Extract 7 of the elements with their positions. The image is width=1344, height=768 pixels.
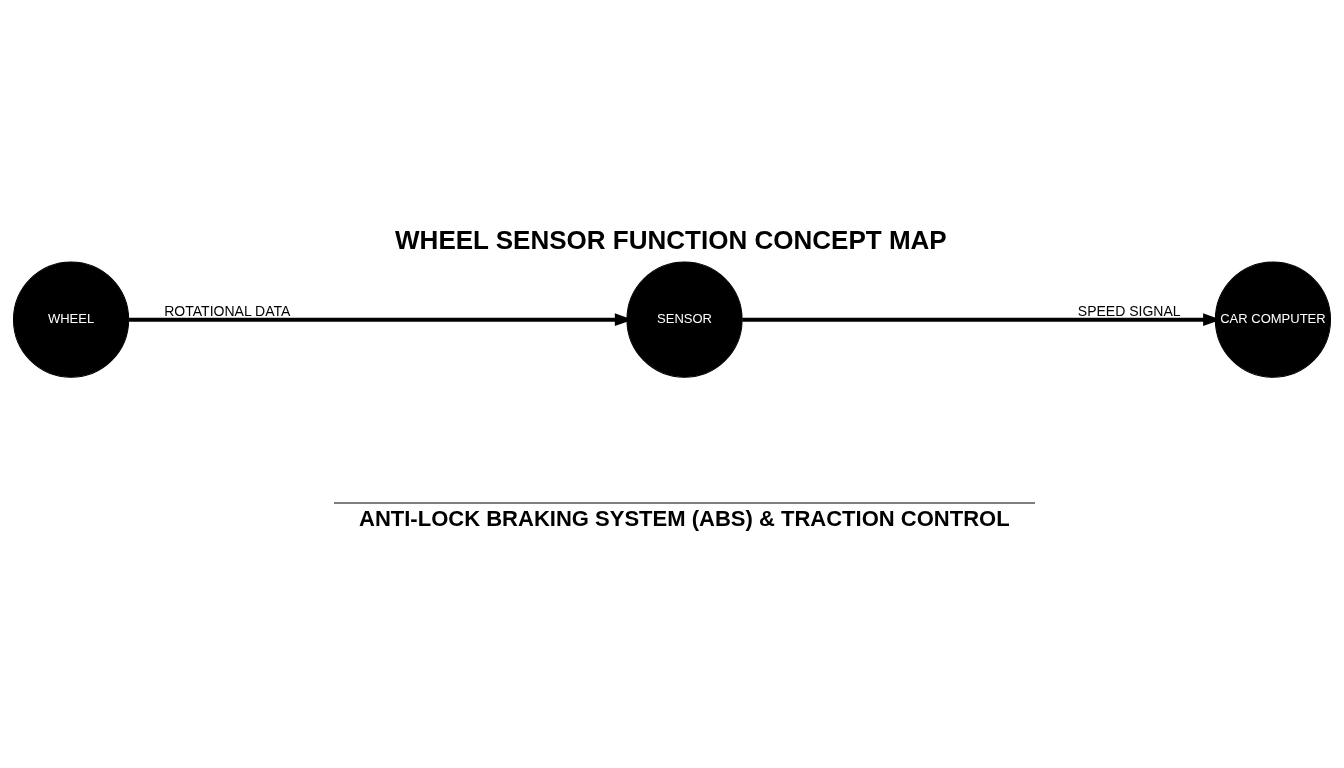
- edge-label: ROTATIONAL DATA: [164, 302, 291, 319]
- edge-label: SPEED SIGNAL: [1077, 302, 1181, 319]
- node-circle: WHEEL: [13, 261, 130, 378]
- node-circle: SENSOR: [626, 261, 743, 378]
- node-circle: CAR COMPUTER: [1214, 261, 1331, 378]
- caption: ANTI-LOCK BRAKING SYSTEM (ABS) & TRACTION CONTROL: [359, 505, 1010, 531]
- diagram-title: WHEEL SENSOR FUNCTION CONCEPT MAP: [395, 224, 947, 255]
